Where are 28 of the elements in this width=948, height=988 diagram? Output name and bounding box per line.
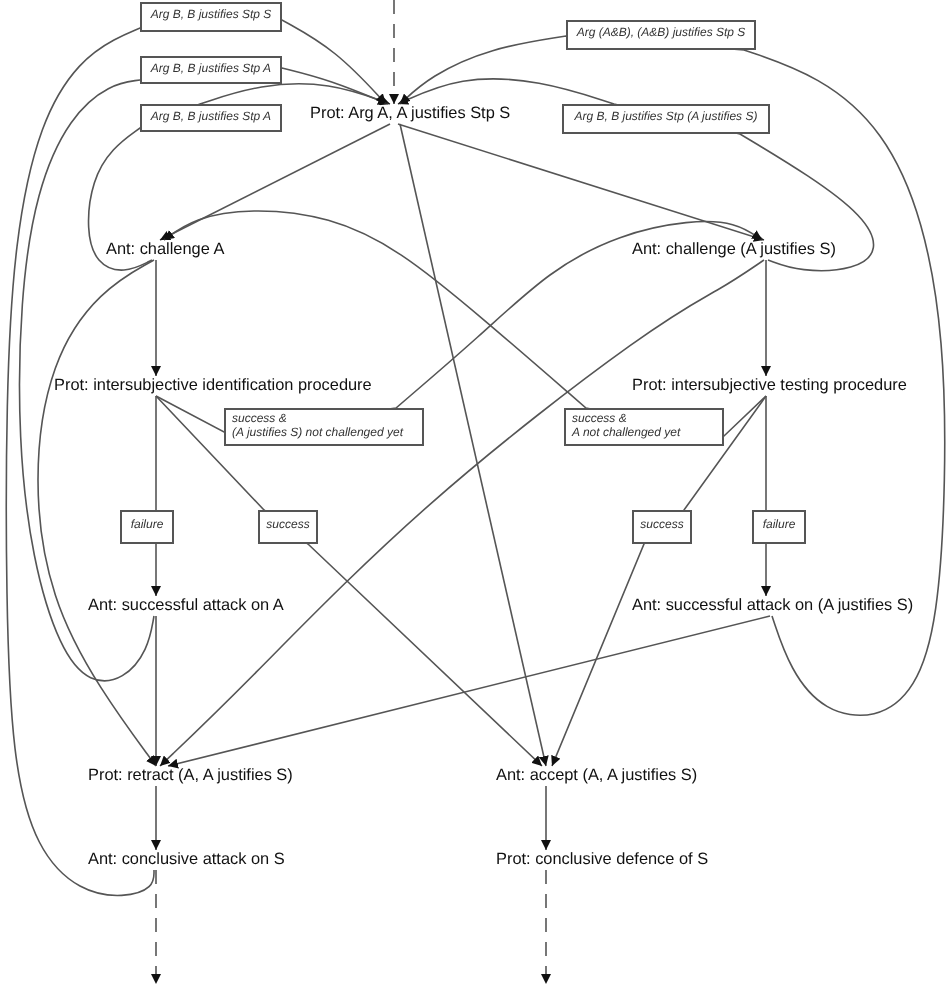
arrow bbox=[167, 615, 771, 769]
state-label: Prot: conclusive defence of S bbox=[496, 850, 709, 870]
dashed-arrow bbox=[389, 0, 399, 105]
state-label: Prot: intersubjective identification procedure bbox=[54, 376, 372, 396]
arrow bbox=[37, 259, 157, 767]
arrow bbox=[397, 123, 765, 242]
state-label: Prot: Arg A, A justifies Stp S bbox=[310, 104, 511, 124]
dashed-arrow bbox=[541, 869, 551, 985]
state-label: Prot: retract (A, A justifies S) bbox=[88, 766, 293, 786]
arrow bbox=[155, 395, 543, 767]
arrow bbox=[151, 615, 161, 767]
arrow bbox=[151, 259, 161, 377]
arrow bbox=[159, 259, 765, 767]
state-label: Ant: accept (A, A justifies S) bbox=[496, 766, 698, 786]
state-label: Ant: challenge (A justifies S) bbox=[632, 240, 836, 260]
arrow bbox=[399, 123, 549, 767]
state-label: Ant: successful attack on (A justifies S) bbox=[632, 596, 914, 616]
arrow bbox=[541, 785, 551, 851]
state-label: Ant: challenge A bbox=[106, 240, 225, 260]
state-label: Ant: successful attack on A bbox=[88, 596, 284, 616]
dashed-arrow bbox=[151, 869, 161, 985]
arrow bbox=[761, 259, 771, 377]
state-label: Ant: conclusive attack on S bbox=[88, 850, 285, 870]
arrow bbox=[159, 123, 391, 241]
state-label: Prot: intersubjective testing procedure bbox=[632, 376, 907, 396]
arrow bbox=[151, 785, 161, 851]
arrow bbox=[5, 19, 387, 897]
arrow bbox=[551, 395, 767, 767]
